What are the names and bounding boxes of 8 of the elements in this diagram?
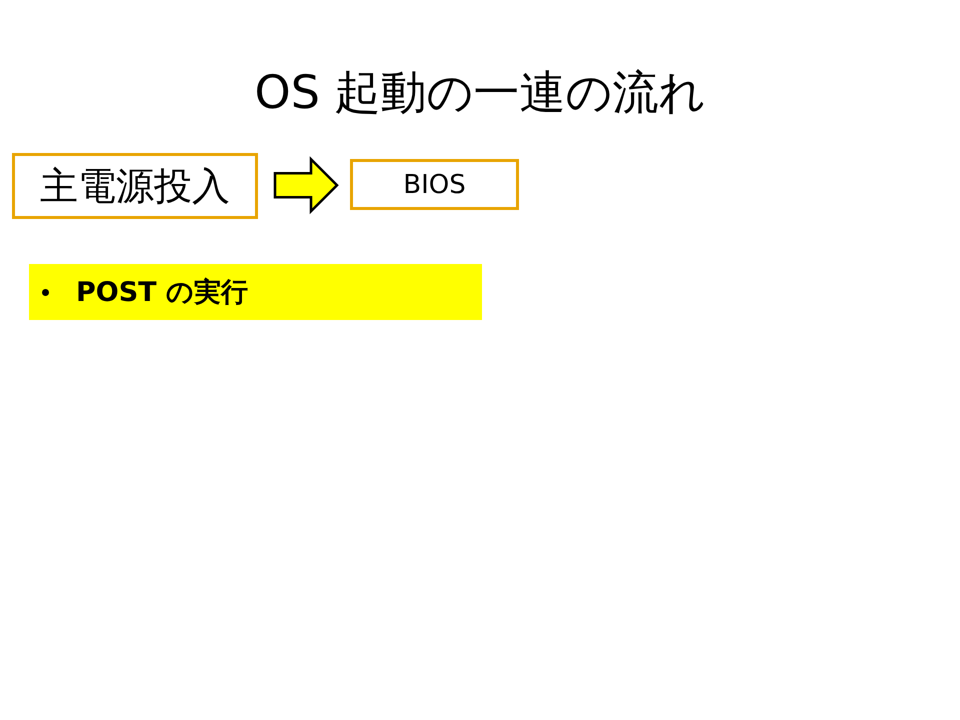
process-box [350,159,519,210]
node-label: POST の実行 [76,276,248,310]
title: OS 起動の一連の流れ [254,65,706,119]
process-box [12,153,258,219]
block-arrow [274,156,339,214]
node-label: BIOS [403,170,466,200]
node-label: 主電源投入 [40,162,230,210]
highlight-band [29,264,482,320]
